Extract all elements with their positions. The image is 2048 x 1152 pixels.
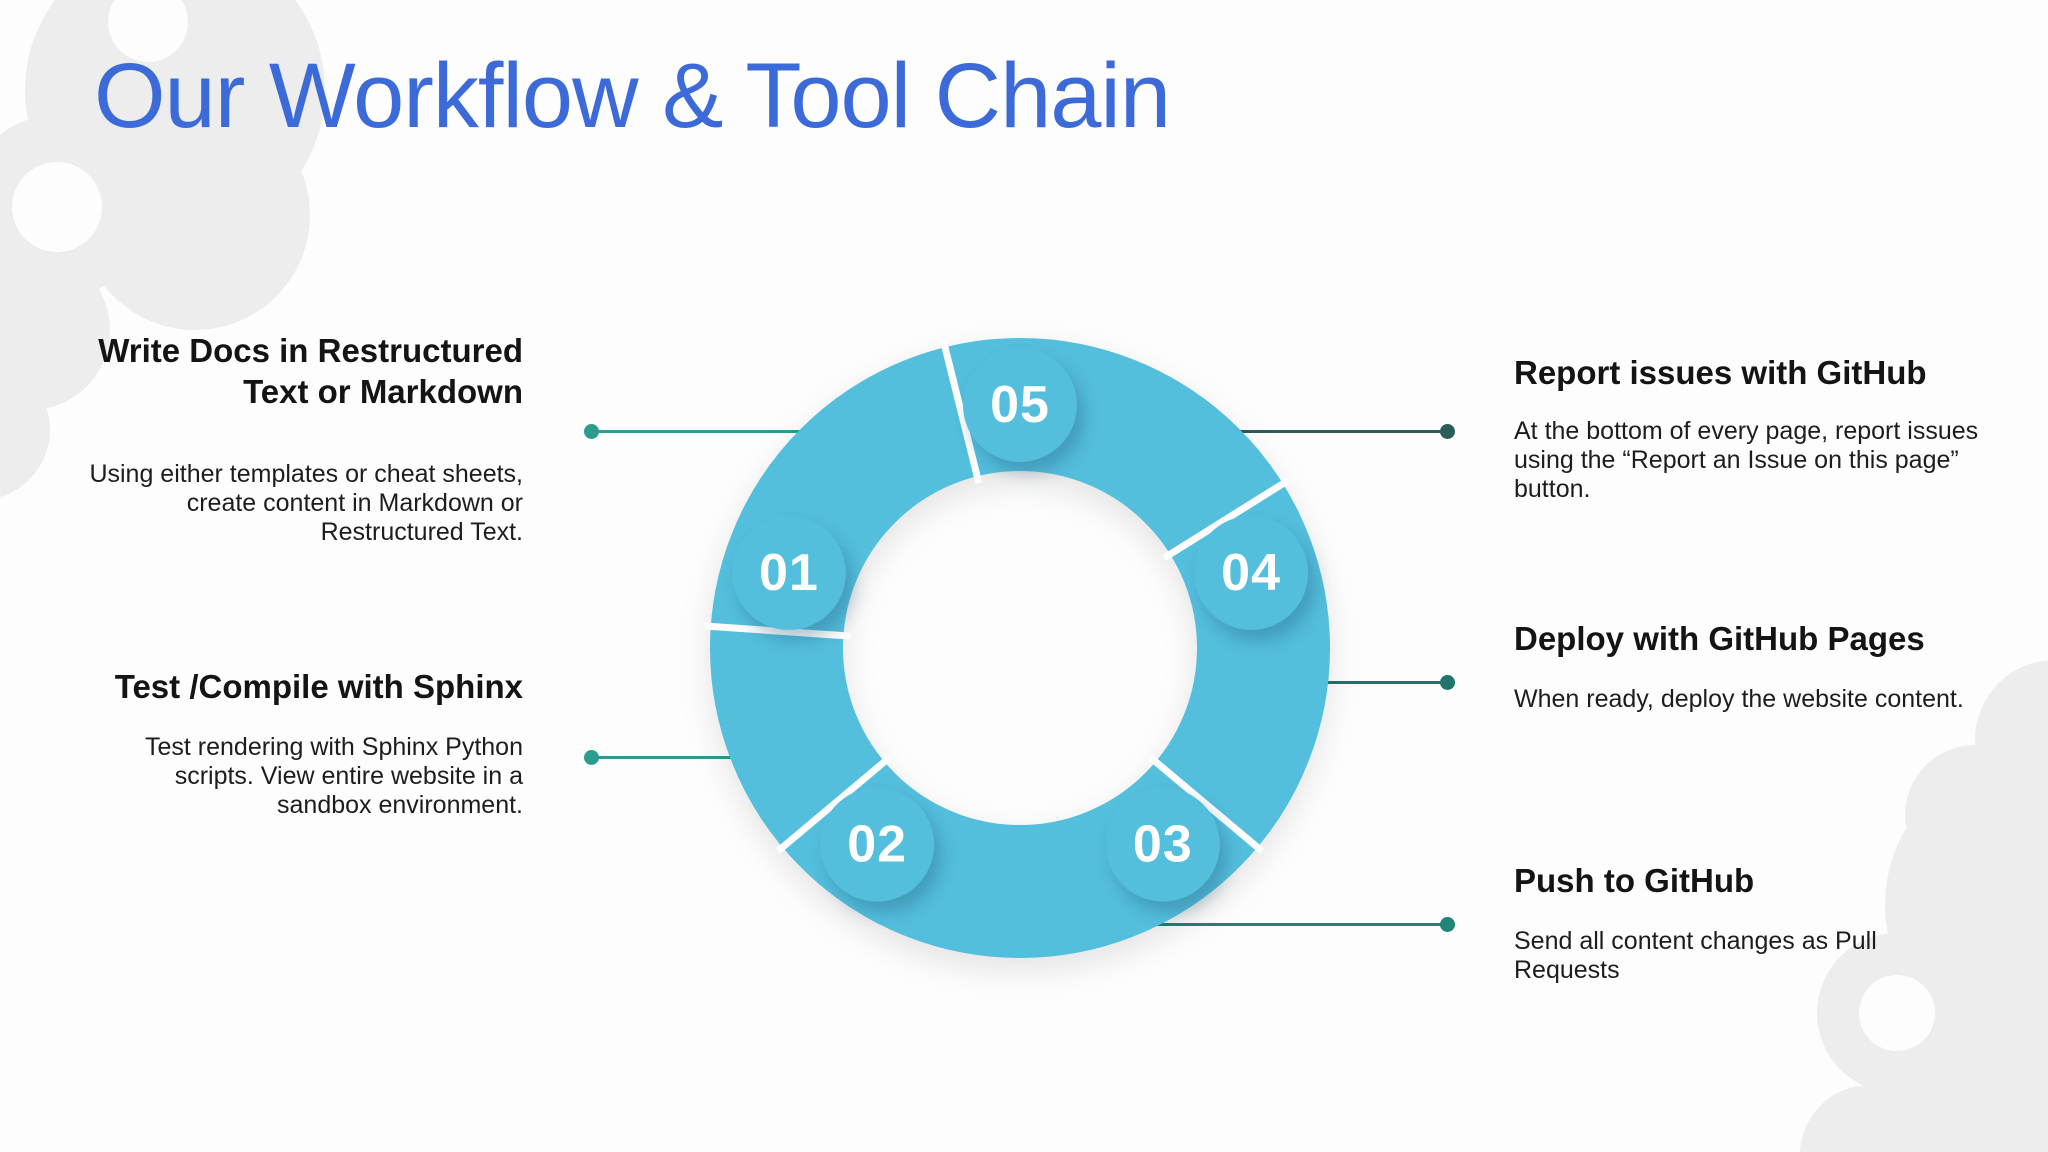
connector-line-test-compile xyxy=(592,756,734,759)
connector-dot xyxy=(1440,917,1455,932)
panel-heading: Push to GitHub xyxy=(1514,862,1755,899)
decor-hole xyxy=(12,162,102,252)
connector-dot xyxy=(584,750,599,765)
panel-report-issues: Report issues with GitHub At the bottom … xyxy=(1514,352,1984,504)
connector-dot xyxy=(1440,675,1455,690)
step-bubble-02: 02 xyxy=(820,787,935,902)
workflow-cycle-diagram: 01 02 03 04 05 xyxy=(704,338,1330,958)
connector-line-push xyxy=(1154,923,1448,926)
step-bubble-01: 01 xyxy=(731,515,846,630)
panel-write-docs: Write Docs in Restructured Text or Markd… xyxy=(83,330,523,547)
panel-heading: Test /Compile with Sphinx xyxy=(114,668,523,705)
connector-line-report-issues xyxy=(1238,430,1448,433)
panel-body: At the bottom of every page, report issu… xyxy=(1514,417,1979,503)
panel-body: Test rendering with Sphinx Python script… xyxy=(145,733,523,819)
decor-hole xyxy=(108,0,188,62)
decor-hole xyxy=(1859,975,1935,1051)
panel-test-compile: Test /Compile with Sphinx Test rendering… xyxy=(83,666,523,820)
panel-body: Using either templates or cheat sheets, … xyxy=(89,460,523,546)
panel-heading: Write Docs in Restructured Text or Markd… xyxy=(98,332,523,410)
panel-body: Send all content changes as Pull Request… xyxy=(1514,927,1877,984)
panel-body: When ready, deploy the website content. xyxy=(1514,685,1964,713)
connector-line-deploy xyxy=(1326,681,1448,684)
panel-heading: Report issues with GitHub xyxy=(1514,354,1927,391)
connector-dot xyxy=(1440,424,1455,439)
step-bubble-05: 05 xyxy=(963,348,1077,462)
connector-line-write-docs xyxy=(592,430,802,433)
panel-deploy: Deploy with GitHub Pages When ready, dep… xyxy=(1514,618,1984,714)
panel-heading: Deploy with GitHub Pages xyxy=(1514,620,1925,657)
page-title: Our Workflow & Tool Chain xyxy=(94,45,1171,147)
step-bubble-03: 03 xyxy=(1105,787,1220,902)
step-bubble-04: 04 xyxy=(1194,515,1309,630)
panel-push: Push to GitHub Send all content changes … xyxy=(1514,860,1984,985)
connector-dot xyxy=(584,424,599,439)
